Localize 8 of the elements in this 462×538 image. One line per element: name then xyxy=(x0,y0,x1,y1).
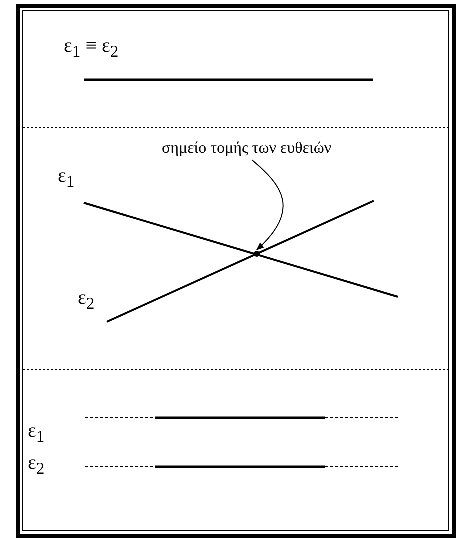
line-label: ε$_{2}$ xyxy=(78,288,95,313)
line-label: ε$_{1}$ xyxy=(58,166,75,191)
intersection-point xyxy=(254,251,260,257)
callout-text: σημείο τομής των ευθειών xyxy=(162,141,332,157)
leader-line xyxy=(252,160,284,251)
line-label: ε$_{2}$ xyxy=(28,453,45,478)
line-label: ε$_{1}$ xyxy=(28,421,45,446)
line-label: ε$_{1}$ ≡ ε$_{2}$ xyxy=(64,36,119,61)
